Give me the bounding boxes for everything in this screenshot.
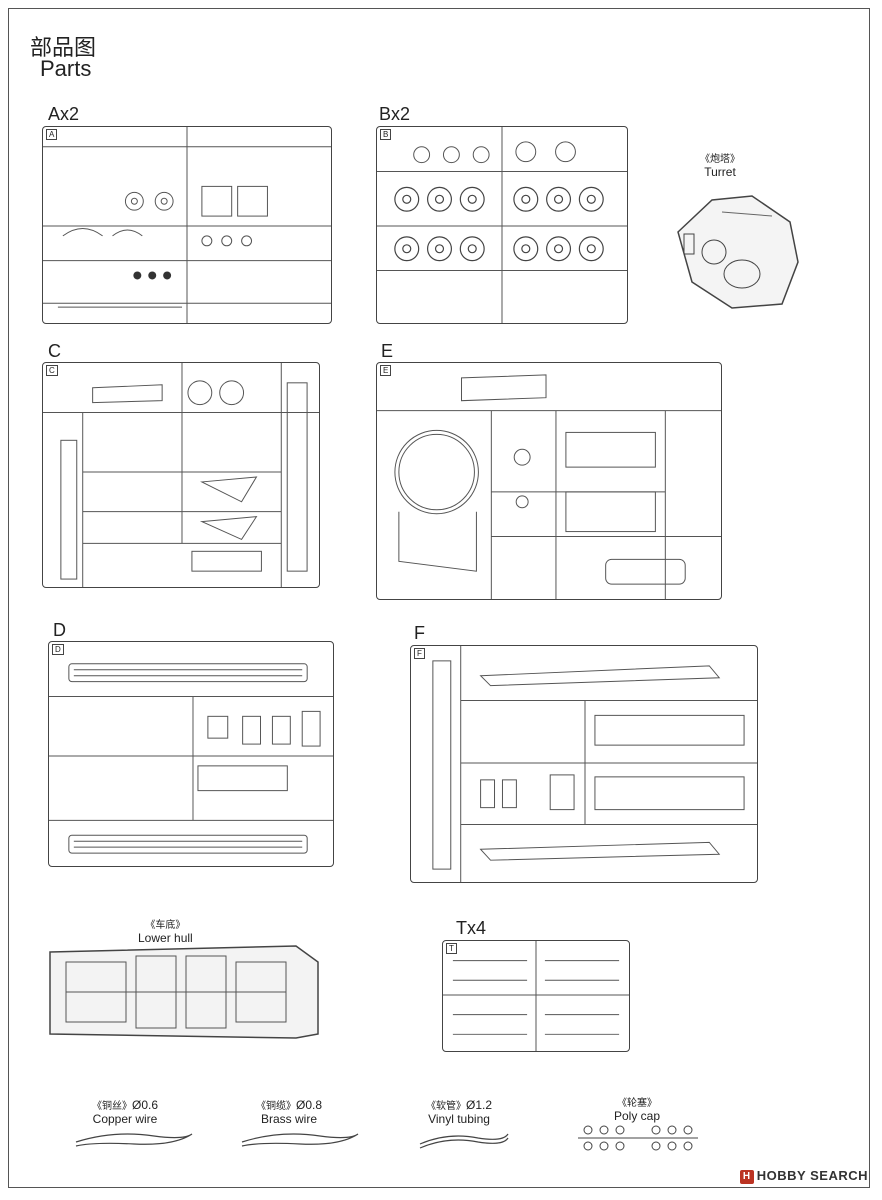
sprue-c-drawing xyxy=(43,363,319,587)
sprue-t-label: Tx4 xyxy=(456,918,487,938)
title-english: Parts xyxy=(40,56,92,81)
brass-wire-size: Ø0.8 xyxy=(296,1098,323,1112)
title-chinese: 部品图 xyxy=(30,36,97,61)
sprue-b-drawing xyxy=(377,127,627,323)
sprue-e-id: E xyxy=(380,365,392,376)
sprue-d-id: D xyxy=(52,644,64,655)
brass-wire-label: 《铜缆》Ø0.8 Brass wire xyxy=(256,1097,322,1126)
turret-label-cn: 《炮塔》 xyxy=(700,154,740,165)
sprue-e: E xyxy=(376,362,722,600)
hobby-search-text: HOBBY SEARCH xyxy=(756,1168,868,1184)
sprue-t: T xyxy=(442,940,630,1052)
lower-hull-drawing xyxy=(49,945,319,1039)
sprue-f-drawing xyxy=(432,646,757,882)
sprue-c-label: C xyxy=(48,341,61,361)
lower-hull-label-en: Lower hull xyxy=(138,931,193,945)
brass-wire-drawing xyxy=(241,1133,359,1147)
sprue-d-drawing xyxy=(49,663,333,854)
brass-wire-spec: 《铜缆》Ø0.8 xyxy=(256,1098,322,1112)
sprue-t-id: T xyxy=(446,943,457,954)
sprue-c-id: C xyxy=(46,365,58,376)
hobby-search-logo-icon: H xyxy=(739,1170,754,1184)
page-frame xyxy=(8,8,870,1188)
sprue-e-drawing xyxy=(377,374,721,599)
poly-cap-en: Poly cap xyxy=(614,1109,661,1123)
sprue-c: C xyxy=(42,362,320,588)
turret-label: 《炮塔》 Turret xyxy=(700,150,740,179)
turret-label-en: Turret xyxy=(704,165,736,179)
vinyl-tubing-label: 《软管》Ø1.2 Vinyl tubing xyxy=(426,1097,492,1126)
poly-cap-drawing xyxy=(578,1125,698,1151)
vinyl-tubing-en: Vinyl tubing xyxy=(428,1112,490,1126)
copper-wire-size: Ø0.6 xyxy=(132,1098,159,1112)
sprue-b-id: B xyxy=(380,129,392,140)
turret-drawing xyxy=(677,195,799,309)
sprue-f-id: F xyxy=(414,648,425,659)
sprue-a-id: A xyxy=(46,129,58,140)
sprue-t-drawing xyxy=(443,941,629,1051)
copper-wire-cn: 《铜丝》 xyxy=(92,1101,132,1112)
sprue-a-label: Ax2 xyxy=(48,104,80,124)
vinyl-tubing-drawing xyxy=(419,1133,509,1149)
sprue-d: D xyxy=(48,641,334,867)
lower-hull-label: 《车底》 Lower hull xyxy=(138,916,193,945)
sprue-a: A xyxy=(42,126,332,324)
sprue-e-label: E xyxy=(381,341,394,361)
vinyl-tubing-size: Ø1.2 xyxy=(466,1098,493,1112)
copper-wire-drawing xyxy=(75,1133,193,1147)
sprue-f: F xyxy=(410,645,758,883)
sprue-f-label: F xyxy=(414,623,425,643)
copper-wire-spec: 《铜丝》Ø0.6 xyxy=(92,1098,158,1112)
vinyl-tubing-cn: 《软管》 xyxy=(426,1101,466,1112)
vinyl-tubing-spec: 《软管》Ø1.2 xyxy=(426,1098,492,1112)
poly-cap-label: 《轮塞》 Poly cap xyxy=(614,1094,660,1123)
lower-hull-label-cn: 《车底》 xyxy=(145,920,186,931)
copper-wire-label: 《铜丝》Ø0.6 Copper wire xyxy=(92,1097,158,1126)
brass-wire-en: Brass wire xyxy=(261,1112,318,1126)
brass-wire-cn: 《铜缆》 xyxy=(256,1101,296,1112)
copper-wire-en: Copper wire xyxy=(92,1112,158,1126)
sprue-a-drawing xyxy=(43,127,331,323)
poly-cap-cn: 《轮塞》 xyxy=(617,1098,658,1109)
sprue-d-label: D xyxy=(53,620,66,640)
sprue-b-label: Bx2 xyxy=(379,104,411,124)
sprue-b: B xyxy=(376,126,628,324)
